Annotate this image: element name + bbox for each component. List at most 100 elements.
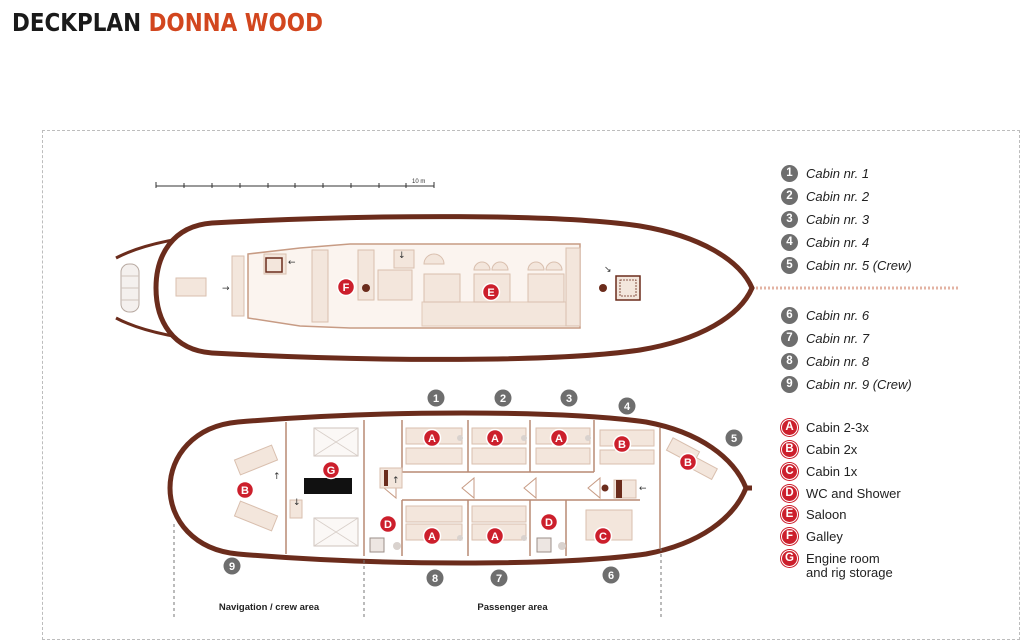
legend-label-G-line2: and rig storage — [806, 565, 893, 580]
legend-item-E: E Saloon — [781, 505, 846, 523]
legend-badge: D — [781, 484, 798, 502]
badge-A-lower-2: A — [485, 428, 505, 448]
legend-item-4: 4 Cabin nr. 4 — [781, 233, 869, 251]
legend-label: Cabin nr. 2 — [806, 188, 870, 204]
area-label-navigation: Navigation / crew area — [218, 602, 320, 613]
badge-E-upper: E — [481, 282, 501, 302]
svg-text:A: A — [491, 433, 499, 445]
legend-badge: 6 — [781, 306, 798, 324]
legend-badge: G — [781, 549, 798, 567]
badge-B-lower-stern: B — [235, 480, 255, 500]
svg-text:↑: ↑ — [392, 476, 400, 486]
legend-label: Cabin 2x — [806, 441, 858, 457]
svg-text:1: 1 — [433, 393, 439, 405]
svg-text:B: B — [684, 457, 692, 469]
badge-cabin-2: 2 — [494, 389, 512, 407]
legend-label: Galley — [806, 528, 843, 544]
svg-text:A: A — [491, 531, 499, 543]
legend-badge: 8 — [781, 352, 798, 370]
svg-text:8: 8 — [432, 573, 438, 585]
legend-item-5: 5 Cabin nr. 5 (Crew) — [781, 256, 912, 274]
legend-label: Cabin nr. 8 — [806, 353, 870, 369]
legend-label: Cabin nr. 1 — [806, 165, 870, 181]
legend-item-B: B Cabin 2x — [781, 440, 857, 458]
badge-cabin-3: 3 — [560, 389, 578, 407]
svg-text:↓: ↓ — [293, 498, 301, 508]
legend-label: Cabin nr. 7 — [806, 330, 870, 346]
badge-A-lower-1: A — [422, 428, 442, 448]
legend-badge: 4 — [781, 233, 798, 251]
legend-label: Saloon — [806, 506, 847, 522]
legend-label: Cabin nr. 4 — [806, 234, 870, 250]
legend-item-1: 1 Cabin nr. 1 — [781, 164, 869, 182]
legend-badge: A — [781, 418, 798, 436]
svg-text:G: G — [327, 465, 336, 477]
legend-item-G: G Engine room — [781, 549, 880, 567]
legend-badge: 1 — [781, 164, 798, 182]
badge-B-lower-5: B — [678, 452, 698, 472]
legend-item-F: F Galley — [781, 527, 843, 545]
legend-badge: 3 — [781, 210, 798, 228]
legend-badge: 2 — [781, 187, 798, 205]
plan-frame — [42, 130, 1020, 640]
svg-text:E: E — [487, 287, 494, 299]
badge-A-lower-7: A — [485, 526, 505, 546]
engine-block — [304, 478, 352, 494]
scale-bar — [155, 182, 435, 188]
svg-text:3: 3 — [566, 393, 572, 405]
svg-text:↘: ↘ — [604, 265, 612, 275]
svg-text:↑: ↑ — [273, 472, 281, 482]
title-part2: DONNA WOOD — [148, 8, 323, 37]
legend-badge: C — [781, 462, 798, 480]
badge-cabin-8: 8 — [426, 569, 444, 587]
svg-text:7: 7 — [496, 573, 502, 585]
legend-item-D: D WC and Shower — [781, 484, 901, 502]
badge-F-upper: F — [336, 277, 356, 297]
legend-badge: F — [781, 527, 798, 545]
badge-cabin-9: 9 — [223, 557, 241, 575]
legend-item-2: 2 Cabin nr. 2 — [781, 187, 869, 205]
legend-badge: 7 — [781, 329, 798, 347]
legend-label: WC and Shower — [806, 485, 901, 501]
upper-deck: → ← ↓ ↘ F E — [115, 214, 958, 362]
svg-text:←: ← — [288, 258, 296, 268]
page-title: DECKPLAN DONNA WOOD — [12, 8, 323, 37]
legend-badge: 9 — [781, 375, 798, 393]
badge-cabin-6: 6 — [602, 566, 620, 584]
svg-text:D: D — [384, 519, 392, 531]
svg-text:↓: ↓ — [398, 251, 406, 261]
svg-text:A: A — [428, 531, 436, 543]
legend-label: Cabin nr. 9 (Crew) — [806, 376, 912, 392]
svg-text:F: F — [343, 282, 350, 294]
svg-text:9: 9 — [229, 561, 235, 573]
area-label-passenger: Passenger area — [477, 602, 548, 613]
lower-deck: ↑ ↓ ↑ ← G B A A A B B D A A D C 1 2 3 4 … — [167, 389, 752, 620]
svg-text:B: B — [618, 439, 626, 451]
legend-badge: 5 — [781, 256, 798, 274]
badge-cabin-1: 1 — [427, 389, 445, 407]
svg-text:4: 4 — [624, 401, 631, 413]
svg-text:2: 2 — [500, 393, 506, 405]
svg-text:6: 6 — [608, 570, 614, 582]
legend-label: Cabin 2-3x — [806, 419, 869, 435]
svg-text:→: → — [222, 284, 230, 294]
legend-item-8: 8 Cabin nr. 8 — [781, 352, 869, 370]
svg-text:B: B — [241, 485, 249, 497]
badge-A-lower-3: A — [549, 428, 569, 448]
scale-bar-label: 10 m — [412, 179, 425, 185]
legend-label: Cabin nr. 5 (Crew) — [806, 257, 912, 273]
svg-text:A: A — [428, 433, 436, 445]
badge-cabin-5: 5 — [725, 429, 743, 447]
legend-item-A: A Cabin 2-3x — [781, 418, 869, 436]
legend-badge: B — [781, 440, 798, 458]
legend-label: Cabin nr. 6 — [806, 307, 870, 323]
svg-text:5: 5 — [731, 433, 737, 445]
badge-cabin-4: 4 — [618, 397, 636, 415]
legend-badge: E — [781, 505, 798, 523]
badge-B-lower-4: B — [612, 434, 632, 454]
badge-G-lower: G — [321, 460, 341, 480]
svg-text:C: C — [599, 531, 607, 543]
legend-label: Engine room — [806, 550, 880, 566]
